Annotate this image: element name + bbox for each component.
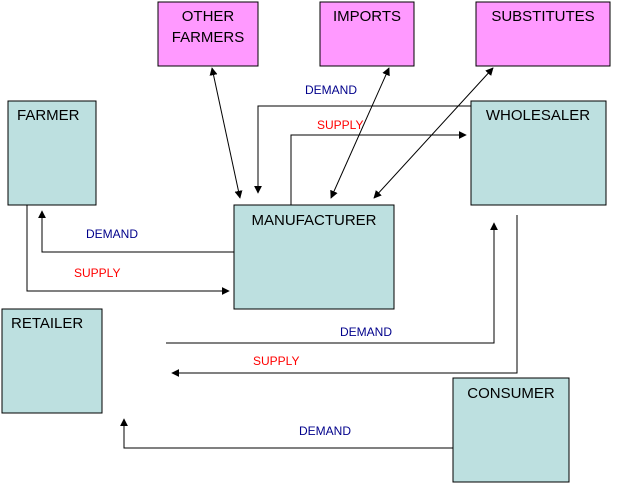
arrow-substitutes-manufacturer bbox=[373, 67, 494, 199]
node-manufacturer-label: MANUFACTURER bbox=[251, 212, 376, 229]
svg-text:FARMERS: FARMERS bbox=[172, 29, 245, 46]
svg-text:RETAILER: RETAILER bbox=[11, 315, 83, 332]
svg-text:WHOLESALER: WHOLESALER bbox=[486, 107, 590, 124]
node-retailer: RETAILER bbox=[1, 308, 103, 414]
edge-label-demand-manufacturer-farmer: DEMAND bbox=[86, 227, 138, 241]
edge-label-supply-manufacturer-wholesaler: SUPPLY bbox=[317, 118, 363, 132]
svg-text:OTHER: OTHER bbox=[182, 8, 235, 25]
node-farmer: FARMER bbox=[7, 100, 97, 206]
arrow-demand-retailer-to-wholesaler bbox=[166, 222, 498, 344]
node-wholesaler: WHOLESALER bbox=[470, 100, 607, 206]
node-other-farmers-label-2: FARMERS bbox=[172, 29, 245, 46]
node-farmer-label: FARMER bbox=[17, 107, 80, 124]
node-substitutes-label: SUBSTITUTES bbox=[491, 8, 594, 25]
edge-label-supply-wholesaler-retailer: SUPPLY bbox=[253, 354, 299, 368]
arrow-demand-consumer-to-retailer bbox=[120, 418, 453, 449]
node-imports-label: IMPORTS bbox=[333, 8, 401, 25]
edge-label-demand-retailer-wholesaler: DEMAND bbox=[340, 325, 392, 339]
arrow-demand-wholesaler-to-manufacturer bbox=[254, 105, 471, 194]
node-manufacturer: MANUFACTURER bbox=[233, 204, 395, 310]
node-retailer-label: RETAILER bbox=[11, 315, 83, 332]
node-wholesaler-label: WHOLESALER bbox=[486, 107, 590, 124]
svg-text:FARMER: FARMER bbox=[17, 107, 80, 124]
edge-label-demand-wholesaler-manufacturer: DEMAND bbox=[305, 83, 357, 97]
node-other-farmers: OTHER FARMERS bbox=[157, 1, 259, 67]
arrow-supply-farmer-to-manufacturer bbox=[26, 205, 230, 295]
node-imports: IMPORTS bbox=[319, 1, 415, 67]
arrow-supply-wholesaler-to-retailer bbox=[171, 215, 518, 377]
edge-label-supply-farmer-manufacturer: SUPPLY bbox=[74, 266, 120, 280]
node-consumer: CONSUMER bbox=[452, 377, 570, 483]
node-consumer-label: CONSUMER bbox=[467, 385, 555, 402]
arrow-demand-manufacturer-to-farmer bbox=[38, 210, 234, 253]
edge-label-demand-consumer-retailer: DEMAND bbox=[299, 424, 351, 438]
svg-text:CONSUMER: CONSUMER bbox=[467, 385, 555, 402]
svg-text:MANUFACTURER: MANUFACTURER bbox=[251, 212, 376, 229]
svg-text:IMPORTS: IMPORTS bbox=[333, 8, 401, 25]
svg-text:SUBSTITUTES: SUBSTITUTES bbox=[491, 8, 594, 25]
arrow-supply-manufacturer-to-wholesaler bbox=[290, 131, 467, 205]
arrow-other-farmers-manufacturer bbox=[209, 67, 243, 199]
node-substitutes: SUBSTITUTES bbox=[475, 1, 611, 67]
node-other-farmers-label-1: OTHER bbox=[182, 8, 235, 25]
